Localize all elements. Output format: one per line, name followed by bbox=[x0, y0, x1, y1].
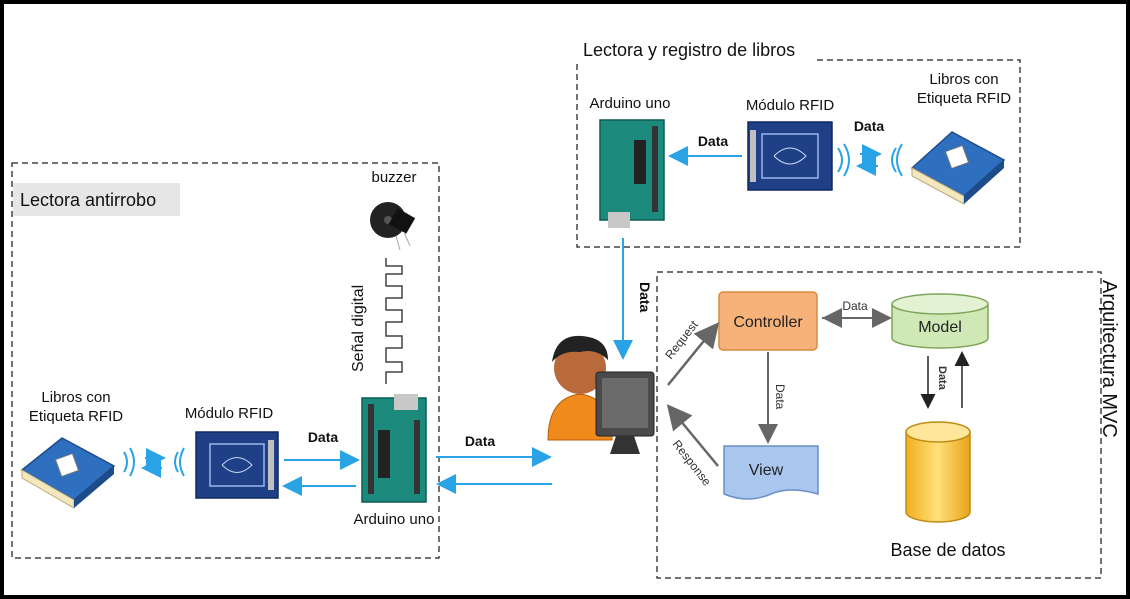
arrow-response bbox=[666, 404, 719, 467]
model-label: Model bbox=[918, 319, 962, 336]
buzzer-label: buzzer bbox=[371, 169, 416, 186]
db-label: Base de datos bbox=[890, 540, 1005, 560]
antirrobo-title: Lectora antirrobo bbox=[20, 190, 156, 210]
antirrobo-title-bg bbox=[13, 183, 180, 216]
data-label-db: Data bbox=[936, 366, 948, 391]
mvc-title: Arquitectura MVC bbox=[1098, 280, 1120, 438]
data-label-top-left: Data bbox=[698, 133, 729, 149]
data-label-cv: Data bbox=[773, 384, 787, 410]
data-label-rfid-arduino: Data bbox=[308, 429, 339, 445]
mvc-group bbox=[656, 271, 1102, 579]
data-label-top-right: Data bbox=[854, 118, 885, 134]
controller-box bbox=[718, 291, 818, 351]
arrow-request bbox=[667, 322, 720, 386]
data-label-user: Data bbox=[465, 433, 496, 449]
buzzer-icon bbox=[370, 202, 416, 251]
view-label: View bbox=[749, 462, 784, 479]
digital-signal-wave bbox=[385, 258, 403, 384]
rfid-label-top: Módulo RFID bbox=[746, 97, 835, 114]
arduino-label-left: Arduino uno bbox=[354, 511, 435, 528]
arduino-board-top bbox=[599, 119, 665, 228]
data-label-down: Data bbox=[637, 282, 653, 313]
rf-waves-icon bbox=[123, 447, 185, 478]
book-icon bbox=[20, 437, 116, 509]
rfid-label-left: Módulo RFID bbox=[185, 405, 274, 422]
books-label-left-1: Libros con bbox=[41, 389, 110, 406]
view-box bbox=[723, 445, 819, 500]
books-label-top-1: Libros con bbox=[929, 71, 998, 88]
response-label: Response bbox=[670, 437, 715, 488]
controller-label: Controller bbox=[733, 314, 803, 331]
registro-title-bg bbox=[577, 38, 817, 62]
books-label-top-2: Etiqueta RFID bbox=[917, 90, 1011, 107]
request-label: Request bbox=[662, 317, 701, 361]
rfid-module-top bbox=[747, 121, 833, 191]
book-top-icon bbox=[910, 131, 1006, 205]
rfid-module-left bbox=[195, 431, 279, 499]
user-computer-icon bbox=[547, 335, 655, 454]
arduino-board-left bbox=[361, 394, 427, 503]
model-cylinder bbox=[891, 293, 989, 349]
books-label-left-2: Etiqueta RFID bbox=[29, 408, 123, 425]
rf-waves-top-icon bbox=[837, 143, 903, 177]
arduino-label-top: Arduino uno bbox=[590, 95, 671, 112]
data-label-cm: Data bbox=[842, 299, 868, 313]
antirrobo-group bbox=[11, 162, 440, 559]
database-cylinder bbox=[905, 421, 971, 523]
signal-label: Señal digital bbox=[350, 285, 367, 372]
registro-title: Lectora y registro de libros bbox=[583, 40, 795, 60]
